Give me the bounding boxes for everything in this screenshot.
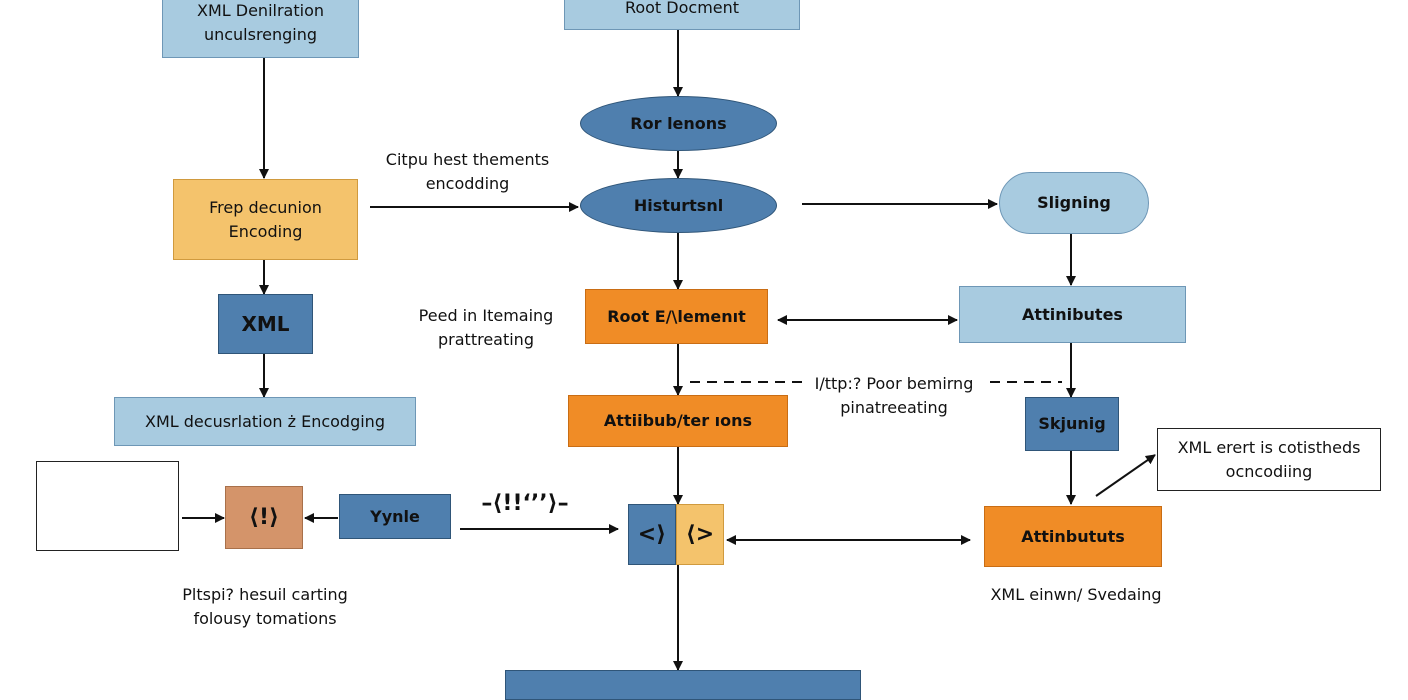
prep-encoding-line1: Frep decunion: [209, 197, 322, 217]
root-document-label: Root Docment: [624, 0, 740, 17]
xml-saving-text: XML einwn/ Svedaing: [990, 585, 1162, 604]
tag-right-icon: ⟨>: [685, 521, 715, 547]
connector-layer: [182, 30, 1156, 671]
peed-processing-label: Peed in Itemaing prattreating: [400, 304, 572, 352]
attributes-mid-label: Attiibub/ter ıons: [603, 411, 753, 430]
tag-right-node[interactable]: ⟨>: [676, 504, 724, 565]
attributes-top-label: Attinibutes: [1022, 304, 1123, 324]
xml-declaration-node[interactable]: XML Denilration unculsrenging: [162, 0, 359, 58]
bang-tag-node[interactable]: ⟨!⟩: [225, 486, 303, 549]
signing-node[interactable]: Sligning: [999, 172, 1149, 234]
peed-processing-line2: prattreating: [438, 330, 534, 349]
xml-node-label: XML: [241, 312, 290, 336]
prep-encoding-line2: Encoding: [228, 221, 303, 241]
edge-symbol-text: –⟨!!‘’’⟩–: [481, 491, 569, 516]
xml-declaration-encoding-label: XML decusrlation ż Encodging: [145, 411, 385, 431]
poor-processing-label: I/ttp:? Poor bemirng pinatreeating: [800, 372, 988, 420]
poor-processing-line1: I/ttp:? Poor bemirng: [814, 374, 974, 393]
output-encoding-label: Citpu hest thements encodding: [360, 148, 575, 196]
xml-declaration-line1: XML Denilration: [197, 1, 324, 20]
xml-saving-label: XML einwn/ Svedaing: [968, 583, 1184, 607]
arrow-to-xml-note: [1095, 454, 1156, 497]
yynle-label: Yynle: [370, 506, 420, 526]
bang-tag-icon: ⟨!⟩: [248, 504, 280, 530]
attributes-mid-node[interactable]: Attiibub/ter ıons: [568, 395, 788, 447]
peed-processing-line1: Peed in Itemaing: [418, 306, 554, 325]
attributs-bottom-node[interactable]: Attinbututs: [984, 506, 1162, 567]
skjunig-label: Skjunig: [1038, 414, 1106, 433]
plus-caption-line2: folousy tomations: [193, 609, 337, 628]
historical-ellipse-label: Histurtsnl: [633, 195, 724, 215]
yynle-node[interactable]: Yynle: [339, 494, 451, 539]
bottom-bar-node[interactable]: [505, 670, 861, 700]
xml-note-node[interactable]: XML erert is cotistheds ocncodiing: [1157, 428, 1381, 491]
attributes-top-node[interactable]: Attinibutes: [959, 286, 1186, 343]
root-ellipse-label: Ror lenons: [630, 113, 727, 133]
plus-caption-label: Pltspi? hesuil carting folousy tomations: [158, 583, 372, 631]
xml-flow-diagram: XML Denilration unculsrenging Frep decun…: [36, 0, 1381, 700]
root-element-node[interactable]: Root E/\lemenıt: [585, 289, 768, 344]
xml-note-line2: ocncodiing: [1225, 461, 1313, 481]
poor-processing-line2: pinatreeating: [840, 398, 948, 417]
output-encoding-line1: Citpu hest thements: [385, 150, 550, 169]
attributs-bottom-label: Attinbututs: [1021, 526, 1125, 546]
skjunig-node[interactable]: Skjunig: [1025, 397, 1119, 451]
root-ellipse-node[interactable]: Ror lenons: [580, 96, 777, 151]
empty-box-node[interactable]: [36, 461, 179, 551]
output-encoding-line2: encodding: [425, 174, 510, 193]
root-document-node[interactable]: Root Docment: [564, 0, 800, 30]
tag-left-icon: <⟩: [637, 521, 667, 547]
xml-declaration-encoding-node[interactable]: XML decusrlation ż Encodging: [114, 397, 416, 446]
tag-left-node[interactable]: <⟩: [628, 504, 676, 565]
prep-encoding-node[interactable]: Frep decunion Encoding: [173, 179, 358, 260]
plus-caption-line1: Pltspi? hesuil carting: [182, 585, 348, 604]
root-element-label: Root E/\lemenıt: [607, 306, 746, 326]
historical-ellipse-node[interactable]: Histurtsnl: [580, 178, 777, 233]
xml-declaration-line2: unculsrenging: [203, 25, 318, 44]
xml-node[interactable]: XML: [218, 294, 313, 354]
xml-note-line1: XML erert is cotistheds: [1177, 437, 1361, 457]
signing-label: Sligning: [1037, 193, 1111, 212]
edge-symbol-label: –⟨!!‘’’⟩–: [462, 492, 588, 516]
